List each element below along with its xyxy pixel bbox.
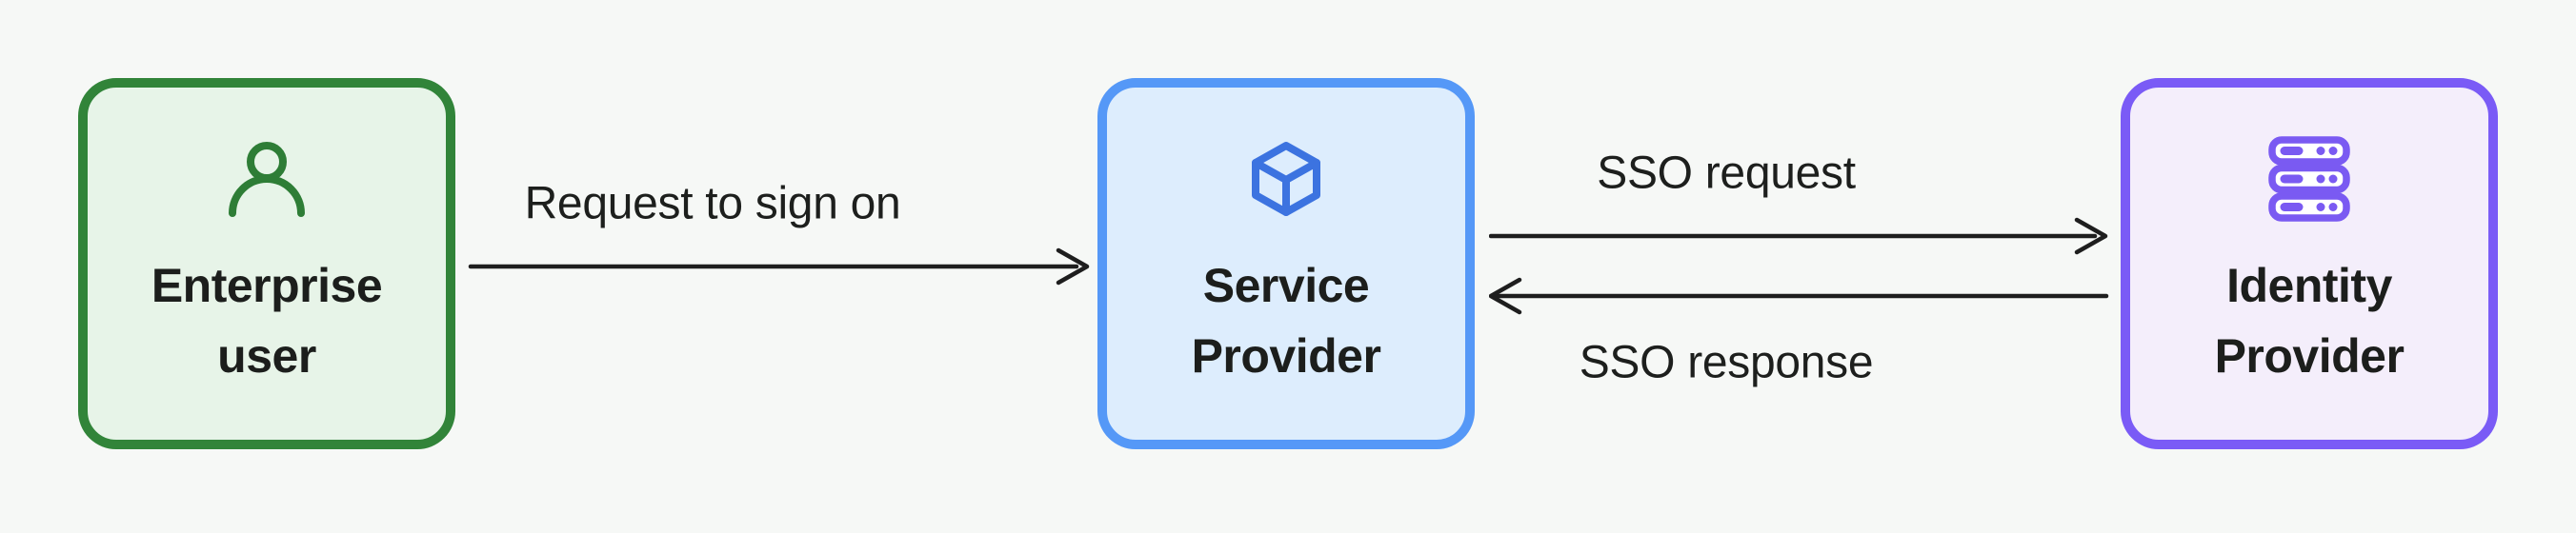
arrow-left-sso-response [1489, 277, 2109, 315]
label-line: Identity [2226, 259, 2392, 312]
node-label-identity-provider: Identity Provider [2215, 250, 2405, 391]
label-line: Service [1202, 259, 1370, 312]
node-label-enterprise-user: Enterprise user [151, 250, 383, 391]
arrow-right-sso-request [1489, 217, 2108, 255]
edge-label-request-to-sign-on: Request to sign on [524, 178, 901, 229]
label-line: Provider [1191, 329, 1381, 383]
arrow-right-request-to-sign-on [468, 247, 1090, 286]
node-service-provider: Service Provider [1097, 78, 1475, 449]
node-label-service-provider: Service Provider [1192, 250, 1381, 391]
node-enterprise-user: Enterprise user [78, 78, 455, 449]
edge-label-sso-response: SSO response [1579, 337, 1874, 388]
server-icon [2268, 136, 2350, 222]
cube-icon [1245, 136, 1327, 222]
label-line: user [217, 329, 316, 383]
node-identity-provider: Identity Provider [2121, 78, 2498, 449]
label-line: Enterprise [151, 259, 383, 312]
label-line: Provider [2214, 329, 2405, 383]
edge-label-sso-request: SSO request [1597, 148, 1856, 199]
user-icon [226, 136, 308, 222]
